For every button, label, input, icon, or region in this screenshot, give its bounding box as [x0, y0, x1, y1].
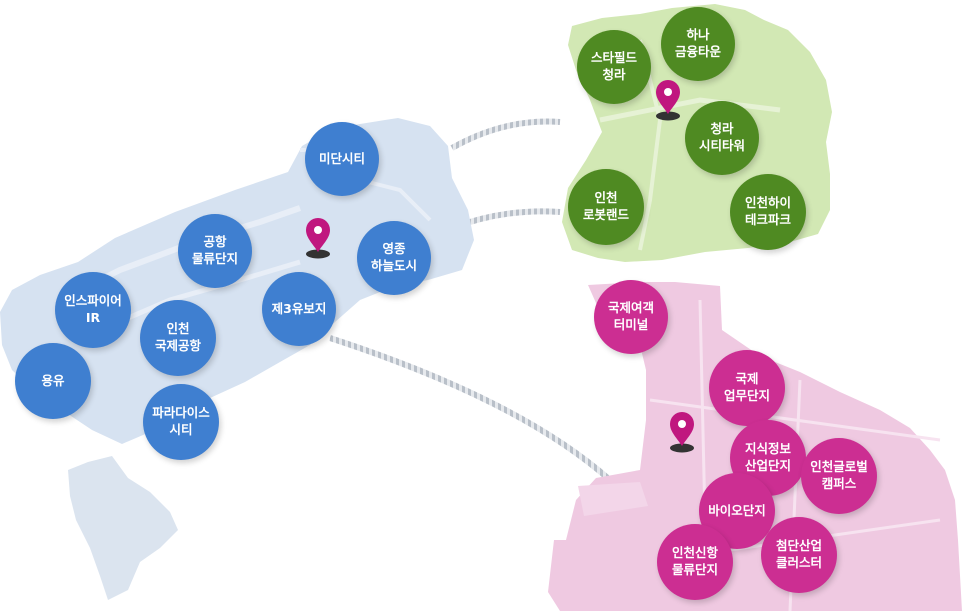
- connector-yeongjong-cheongna-upper: [450, 118, 561, 151]
- area-knowledge-information-industrial-complex[interactable]: 지식정보 산업단지: [730, 420, 806, 496]
- area-incheon-robot-land[interactable]: 인천 로봇랜드: [568, 169, 644, 245]
- area-starfield-cheongna[interactable]: 스타필드 청라: [577, 30, 651, 104]
- connector-yeongjong-songdo: [329, 335, 612, 483]
- area-international-business-district[interactable]: 국제 업무단지: [709, 350, 785, 426]
- area-yeongjong-sky-city[interactable]: 영종 하늘도시: [357, 221, 431, 295]
- area-incheon-global-campus[interactable]: 인천글로벌 캠퍼스: [801, 438, 877, 514]
- area-bio-complex[interactable]: 바이오단지: [699, 473, 775, 549]
- area-inspire-ir[interactable]: 인스파이어 IR: [55, 272, 131, 348]
- area-paradise-city[interactable]: 파라다이스 시티: [143, 384, 219, 460]
- area-cheongna-city-tower[interactable]: 청라 시티타워: [685, 101, 759, 175]
- area-midan-city[interactable]: 미단시티: [305, 122, 379, 196]
- location-pin-icon: [656, 80, 680, 121]
- area-incheon-high-tech-park[interactable]: 인천하이 테크파크: [730, 174, 806, 250]
- area-airport-logistics[interactable]: 공항 물류단지: [178, 214, 252, 288]
- location-pin-icon: [670, 412, 694, 453]
- area-international-ferry-terminal[interactable]: 국제여객 터미널: [594, 280, 668, 354]
- area-incheon-new-port-logistics[interactable]: 인천신항 물류단지: [657, 524, 733, 600]
- area-hana-finance-town[interactable]: 하나 금융타운: [661, 7, 735, 81]
- area-advanced-industry-cluster[interactable]: 첨단산업 클러스터: [761, 517, 837, 593]
- location-pin-icon: [306, 218, 330, 259]
- area-yongyu[interactable]: 용유: [15, 343, 91, 419]
- area-incheon-airport[interactable]: 인천 국제공항: [140, 300, 216, 376]
- area-third-reserve-site[interactable]: 제3유보지: [262, 272, 336, 346]
